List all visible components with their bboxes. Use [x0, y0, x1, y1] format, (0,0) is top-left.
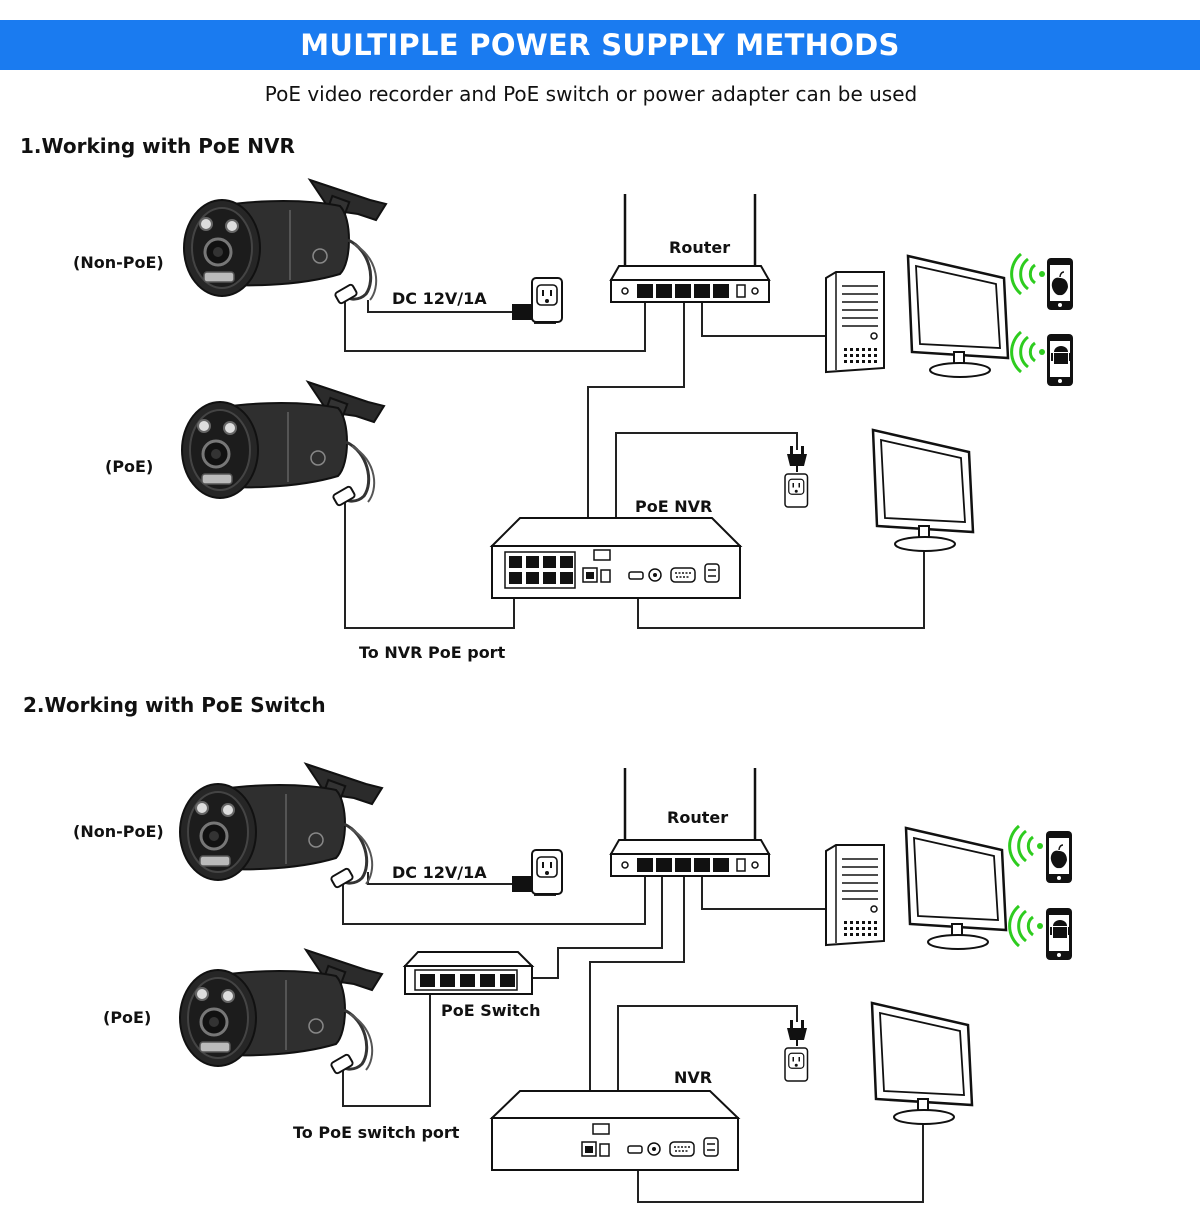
page-title: MULTIPLE POWER SUPPLY METHODS	[300, 28, 900, 62]
wifi-signal-icon	[1010, 252, 1047, 296]
poe-nvr-label: PoE NVR	[635, 497, 713, 516]
wifi-signal-icon	[1008, 904, 1045, 948]
router-label: Router	[667, 808, 729, 827]
section1-title: 1.Working with PoE NVR	[20, 134, 295, 158]
pc-tower-icon	[825, 271, 885, 373]
iphone-icon	[1046, 831, 1072, 883]
nvr-icon	[489, 1090, 741, 1171]
monitor-icon	[904, 826, 1008, 951]
monitor-icon	[871, 428, 975, 553]
switch-port-label: To PoE switch port	[293, 1123, 460, 1142]
wall-outlet-icon	[531, 849, 563, 895]
nvr-port-label: To NVR PoE port	[359, 643, 506, 662]
wiring-lines	[342, 872, 924, 1203]
bullet-camera-icon	[178, 948, 384, 1076]
section2-title: 2.Working with PoE Switch	[23, 693, 326, 717]
dc-power-label: DC 12V/1A	[392, 863, 487, 882]
page-subtitle: PoE video recorder and PoE switch or pow…	[264, 82, 918, 106]
router-label: Router	[669, 238, 731, 257]
title-banner: MULTIPLE POWER SUPPLY METHODS	[0, 20, 1200, 70]
wall-outlet-icon	[784, 473, 809, 508]
pc-tower-icon	[825, 844, 885, 946]
poe-switch-icon	[402, 951, 535, 995]
wifi-signal-icon	[1010, 330, 1047, 374]
iphone-icon	[1047, 258, 1073, 310]
monitor-icon	[870, 1001, 974, 1126]
camera-poe-label: (PoE)	[103, 1008, 152, 1027]
wiring-lines	[344, 300, 925, 629]
camera-poe-label: (PoE)	[105, 457, 154, 476]
nvr-label: NVR	[674, 1068, 713, 1087]
android-phone-icon	[1046, 908, 1072, 960]
wifi-signal-icon	[1008, 824, 1045, 868]
camera-nonpoe-label: (Non-PoE)	[73, 822, 164, 841]
power-plug-icon	[786, 1019, 808, 1047]
wall-outlet-icon	[784, 1047, 809, 1082]
monitor-icon	[906, 254, 1010, 379]
nvr-icon	[489, 517, 743, 599]
router-icon	[609, 766, 771, 878]
bullet-camera-icon	[178, 762, 384, 890]
bullet-camera-icon	[180, 380, 386, 508]
camera-nonpoe-label: (Non-PoE)	[73, 253, 164, 272]
poe-switch-label: PoE Switch	[441, 1001, 541, 1020]
bullet-camera-icon	[182, 178, 388, 306]
android-phone-icon	[1047, 334, 1073, 386]
dc-power-label: DC 12V/1A	[392, 289, 487, 308]
router-icon	[609, 192, 771, 304]
wall-outlet-icon	[531, 277, 563, 323]
